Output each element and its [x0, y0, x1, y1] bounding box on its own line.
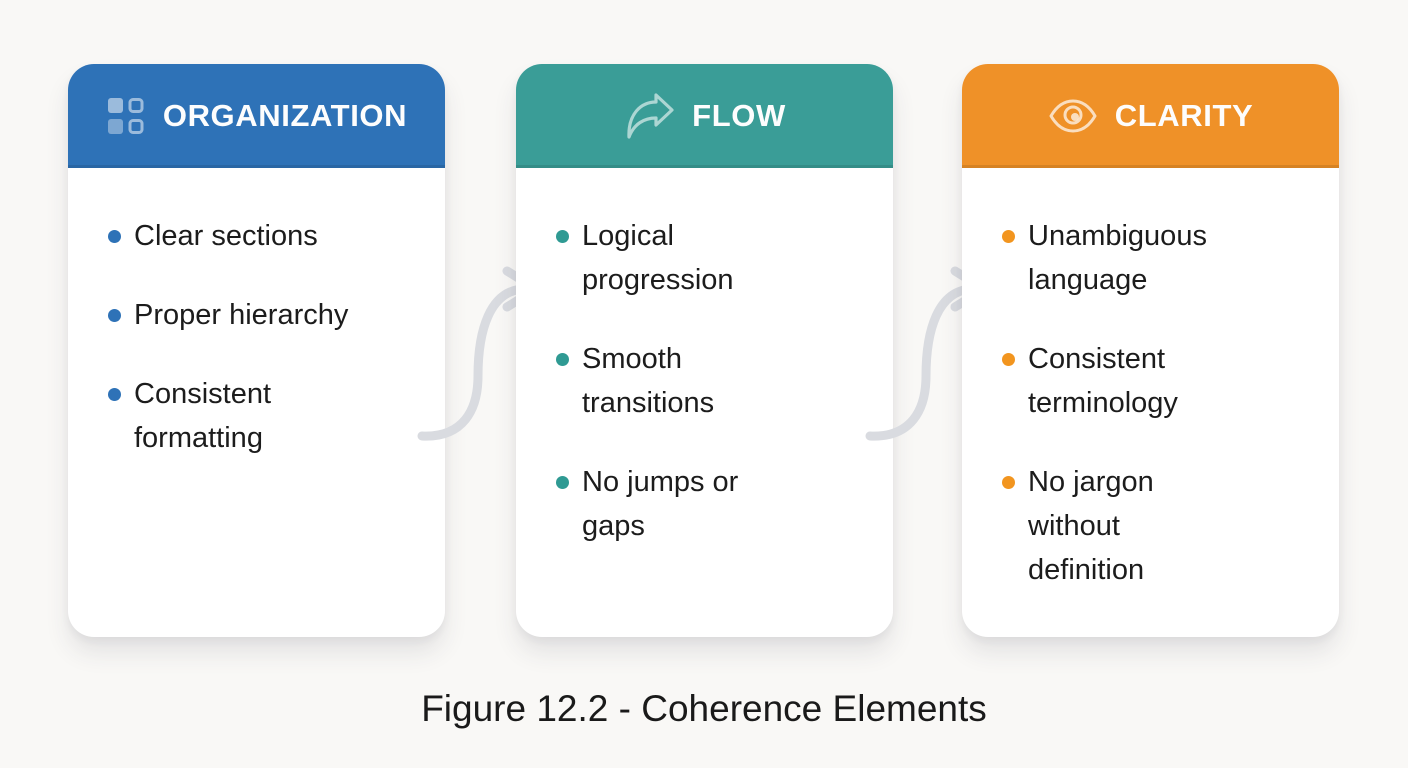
bullet-dot: [108, 230, 121, 243]
bullet-dot: [1002, 230, 1015, 243]
card-title: CLARITY: [1114, 98, 1254, 133]
card-flow-header: FLOW: [516, 64, 893, 168]
card-organization-header: ORGANIZATION: [68, 64, 445, 168]
list-item: Consistent terminology: [1002, 337, 1315, 425]
grid-icon: [107, 98, 144, 134]
list-item-text: No jargon without definition: [1028, 466, 1154, 586]
list-item-text: Proper hierarchy: [134, 299, 349, 331]
card-title: FLOW: [692, 98, 786, 133]
list-item: Consistent formatting: [108, 372, 421, 460]
bullet-dot: [556, 230, 569, 243]
list-item-text: Clear sections: [134, 220, 318, 252]
bullet-dot: [1002, 353, 1015, 366]
list-item: No jargon without definition: [1002, 460, 1315, 592]
list-item-text: Logical progression: [582, 220, 734, 296]
flow-forward-arrow-icon: [627, 93, 674, 139]
card-clarity-header: CLARITY: [962, 64, 1339, 168]
list-item-text: Consistent terminology: [1028, 343, 1178, 419]
card-flow: FLOW Logical progression Smooth transiti…: [516, 64, 893, 637]
list-item: Logical progression: [556, 214, 869, 302]
figure-caption: Figure 12.2 - Coherence Elements: [421, 688, 987, 729]
list-item-text: Unambiguous language: [1028, 220, 1207, 296]
list-item: Proper hierarchy: [108, 293, 421, 337]
list-item-text: Smooth transitions: [582, 343, 715, 419]
list-item: No jumps or gaps: [556, 460, 869, 548]
eye-icon: [1049, 99, 1097, 133]
list-item: Clear sections: [108, 214, 421, 258]
list-item-text: No jumps or gaps: [582, 466, 739, 542]
list-item-text: Consistent formatting: [134, 378, 272, 454]
bullet-dot: [1002, 476, 1015, 489]
card-title: ORGANIZATION: [162, 98, 408, 133]
bullet-dot: [108, 388, 121, 401]
bullet-dot: [108, 309, 121, 322]
bullet-dot: [556, 353, 569, 366]
card-organization: ORGANIZATION Clear sections Proper hiera…: [68, 64, 445, 637]
card-organization-list: Clear sections Proper hierarchy Consiste…: [68, 168, 445, 460]
card-clarity: CLARITY Unambiguous language Consistent …: [962, 64, 1339, 637]
card-flow-list: Logical progression Smooth transitions N…: [516, 168, 893, 548]
list-item: Smooth transitions: [556, 337, 869, 425]
list-item: Unambiguous language: [1002, 214, 1315, 302]
card-clarity-list: Unambiguous language Consistent terminol…: [962, 168, 1339, 592]
bullet-dot: [556, 476, 569, 489]
